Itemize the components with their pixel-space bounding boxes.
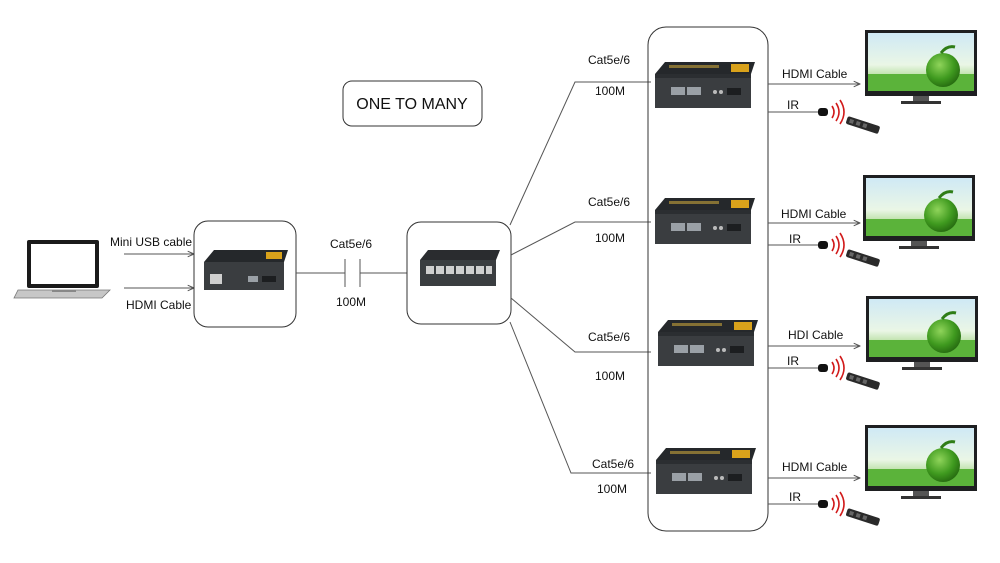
tv-icon-2 bbox=[861, 173, 977, 251]
rx4-ir-label: IR bbox=[789, 490, 801, 504]
rx3-cable-label: Cat5e/6 bbox=[588, 330, 630, 344]
title-box bbox=[342, 80, 483, 127]
rx1-cable-label: Cat5e/6 bbox=[588, 53, 630, 67]
receiver-device-2 bbox=[655, 198, 755, 244]
rx4-output-label: HDMI Cable bbox=[782, 460, 848, 474]
tv-icon-4 bbox=[863, 423, 979, 501]
fanout-line-2 bbox=[510, 221, 651, 256]
fanout-line-1 bbox=[509, 81, 651, 226]
receiver-device-4 bbox=[656, 448, 756, 494]
trunk-cable-label: Cat5e/6 bbox=[330, 237, 372, 251]
rx4-speed-label: 100M bbox=[597, 482, 627, 496]
receiver-device-1 bbox=[655, 62, 755, 108]
rx2-output-label: HDMI Cable bbox=[781, 207, 847, 221]
receivers-box bbox=[647, 26, 769, 532]
hdmi-cable-label: HDMI Cable bbox=[126, 298, 192, 312]
rx1-speed-label: 100M bbox=[595, 84, 625, 98]
fanout-line-3 bbox=[510, 297, 651, 353]
receiver-device-3 bbox=[658, 320, 758, 366]
rx2-speed-label: 100M bbox=[595, 231, 625, 245]
usb-cable-label: Mini USB cable bbox=[110, 235, 192, 249]
ir-remote-icon-4 bbox=[817, 491, 882, 527]
transmitter-device bbox=[204, 250, 288, 290]
trunk-speed-label: 100M bbox=[336, 295, 366, 309]
tv-icon-3 bbox=[864, 294, 980, 372]
tv-icon-1 bbox=[863, 28, 979, 106]
rx2-ir-label: IR bbox=[789, 232, 801, 246]
diagram-title: ONE TO MANY bbox=[356, 96, 468, 113]
rx3-output-label: HDI Cable bbox=[788, 328, 844, 342]
rx2-cable-label: Cat5e/6 bbox=[588, 195, 630, 209]
fanout-line-4 bbox=[509, 321, 651, 474]
rx3-speed-label: 100M bbox=[595, 369, 625, 383]
rx3-ir-label: IR bbox=[787, 354, 799, 368]
rx1-ir-label: IR bbox=[787, 98, 799, 112]
network-switch bbox=[420, 250, 500, 286]
ir-remote-icon-1 bbox=[817, 99, 882, 135]
rx1-output-label: HDMI Cable bbox=[782, 67, 848, 81]
rx4-cable-label: Cat5e/6 bbox=[592, 457, 634, 471]
laptop-icon bbox=[13, 240, 111, 299]
